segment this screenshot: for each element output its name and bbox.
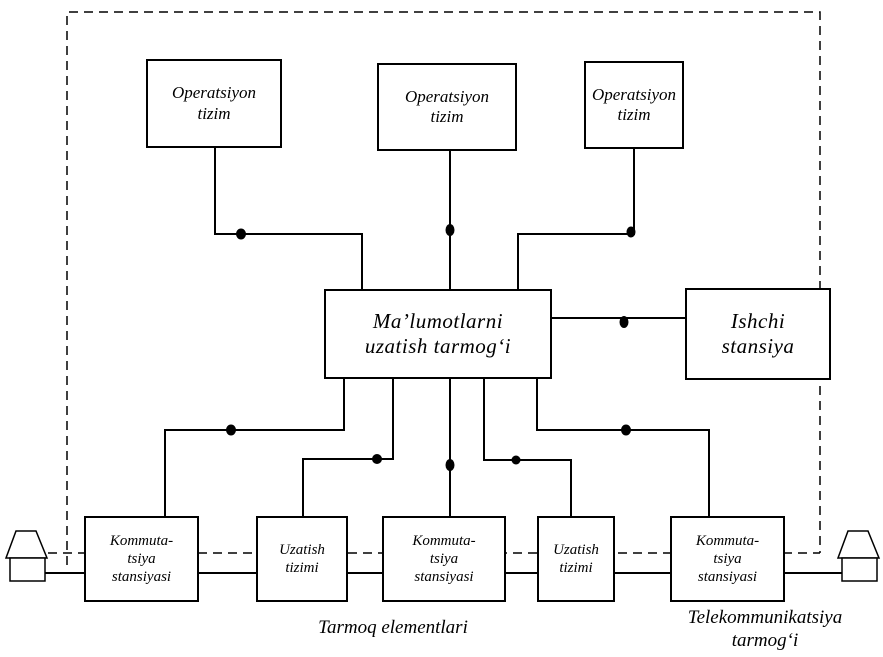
box-label: stansiya — [721, 334, 795, 358]
caption-line: tarmog‘i — [731, 629, 799, 651]
box-label: tizimi — [559, 560, 593, 576]
switching-station-box: Kommuta- tsiya stansiyasi — [382, 516, 506, 602]
data-network-box: Ma’lumotlarni uzatish tarmog‘i — [324, 289, 552, 379]
box-label: tizim — [617, 105, 651, 124]
box-label: Kommuta- — [412, 533, 476, 549]
network-elements-caption: Tarmoq elementlari — [318, 617, 468, 638]
telecom-network-caption: Telekommunikatsiya tarmog‘i — [650, 607, 880, 653]
box-label: tsiya — [713, 551, 742, 567]
box-label: Operatsiyon — [591, 84, 677, 104]
box-label: uzatish tarmog‘i — [364, 334, 512, 358]
transmission-system-box: Uzatish tizimi — [537, 516, 615, 602]
junction-dot — [226, 424, 236, 436]
switching-station-box: Kommuta- tsiya stansiyasi — [670, 516, 785, 602]
box-label: tizim — [197, 103, 231, 123]
operating-system-box: Operatsiyon tizim — [146, 59, 282, 148]
link-network-trans1 — [302, 378, 394, 516]
box-label: stansiyasi — [111, 569, 172, 585]
junction-dot — [445, 224, 455, 236]
junction-dots — [226, 224, 636, 471]
box-label: stansiyasi — [697, 569, 758, 585]
right-terminal-icon — [836, 530, 881, 582]
link-os1-network — [214, 146, 363, 289]
junction-dot — [619, 316, 629, 328]
box-label: Operatsiyon — [404, 86, 490, 106]
junction-dot — [236, 228, 246, 240]
switching-station-box: Kommuta- tsiya stansiyasi — [84, 516, 199, 602]
box-label: stansiyasi — [414, 569, 474, 585]
link-network-trans2 — [483, 378, 572, 516]
link-network-switch3 — [536, 378, 710, 516]
junction-dot — [372, 454, 382, 464]
caption-line: Telekommunikatsiya — [687, 607, 843, 628]
box-label: Kommuta- — [109, 533, 174, 549]
junction-dot — [445, 459, 455, 471]
operating-system-box: Operatsiyon tizim — [377, 63, 517, 151]
junction-dot — [511, 455, 521, 465]
link-network-switch1 — [164, 378, 345, 516]
junction-dot — [621, 424, 631, 436]
box-label: Operatsiyon — [171, 83, 257, 103]
left-terminal-icon — [4, 530, 49, 582]
box-label: Kommuta- — [695, 533, 760, 549]
box-label: tizim — [430, 107, 464, 126]
transmission-system-box: Uzatish tizimi — [256, 516, 348, 602]
box-label: tizimi — [285, 560, 319, 576]
box-label: Ishchi — [730, 308, 786, 333]
workstation-box: Ishchi stansiya — [685, 288, 831, 380]
box-label: Uzatish — [279, 542, 325, 558]
junction-dot — [626, 226, 636, 238]
box-label: tsiya — [429, 551, 459, 567]
box-label: tsiya — [127, 551, 156, 567]
operating-system-box: Operatsiyon tizim — [584, 61, 684, 149]
box-label: Ma’lumotlarni — [372, 308, 504, 333]
box-label: Uzatish — [553, 542, 599, 558]
management-boundary — [66, 11, 821, 565]
link-os3-network — [517, 148, 635, 289]
